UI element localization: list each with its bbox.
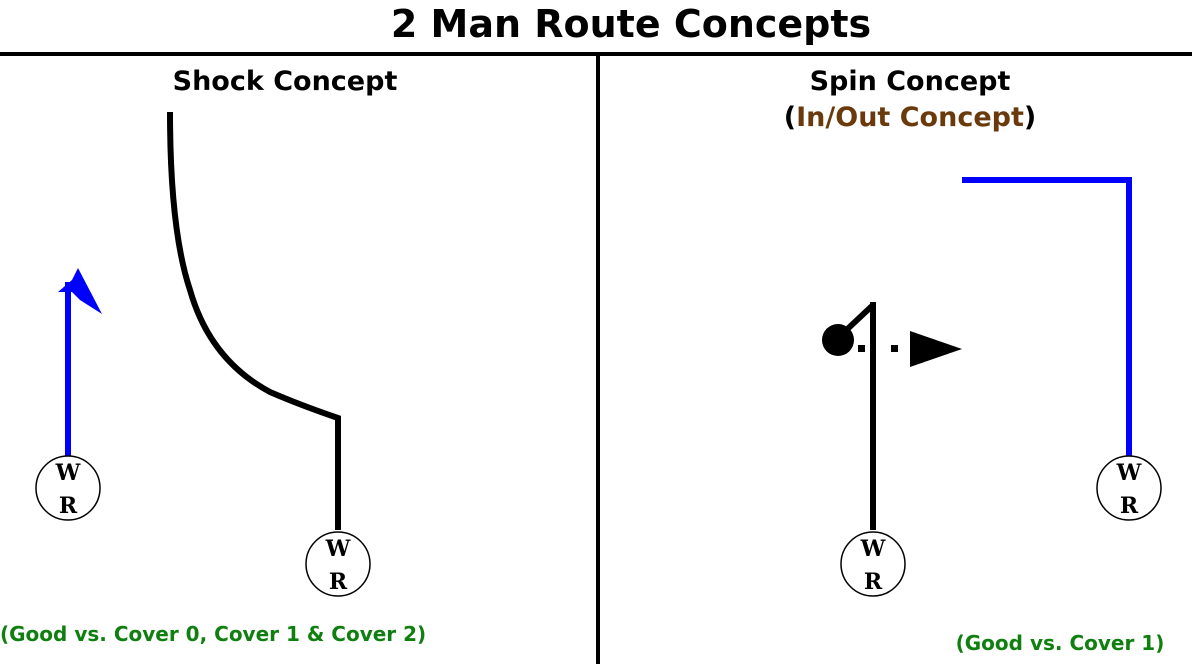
svg-text:R: R (59, 493, 78, 519)
arrowhead-icon (910, 331, 962, 367)
blue-flag-route (58, 268, 102, 458)
svg-text:R: R (329, 569, 348, 595)
svg-text:R: R (864, 569, 883, 595)
svg-text:W: W (1116, 460, 1142, 486)
shock-concept-heading: Shock Concept (172, 66, 398, 97)
black-curl-route (167, 111, 341, 530)
in-out-concept-subheading: (In/Out Concept) (740, 100, 1080, 136)
pivot-dot-icon (822, 324, 854, 356)
svg-text:R: R (1120, 493, 1139, 519)
svg-text:W: W (325, 536, 351, 562)
spin-concept-heading: Spin Concept (809, 66, 1011, 97)
receiver-right-outside: W R (1096, 455, 1162, 521)
svg-text:W: W (860, 536, 886, 562)
black-spin-route (822, 302, 962, 530)
receiver-left-inside: W R (305, 531, 371, 597)
blue-corner-route (962, 177, 1132, 458)
shock-caption: (Good vs. Cover 0, Cover 1 & Cover 2) (0, 622, 427, 646)
spin-caption: (Good vs. Cover 1) (955, 631, 1165, 655)
in-out-label: In/Out Concept (796, 102, 1024, 133)
svg-text:W: W (55, 460, 81, 486)
receiver-left-outside: W R (35, 455, 101, 521)
receiver-right-inside: W R (840, 531, 906, 597)
paren-close: ) (1023, 102, 1037, 133)
page-title: 2 Man Route Concepts (390, 2, 872, 46)
arrowhead-icon (58, 268, 102, 314)
paren-open: ( (783, 102, 797, 133)
